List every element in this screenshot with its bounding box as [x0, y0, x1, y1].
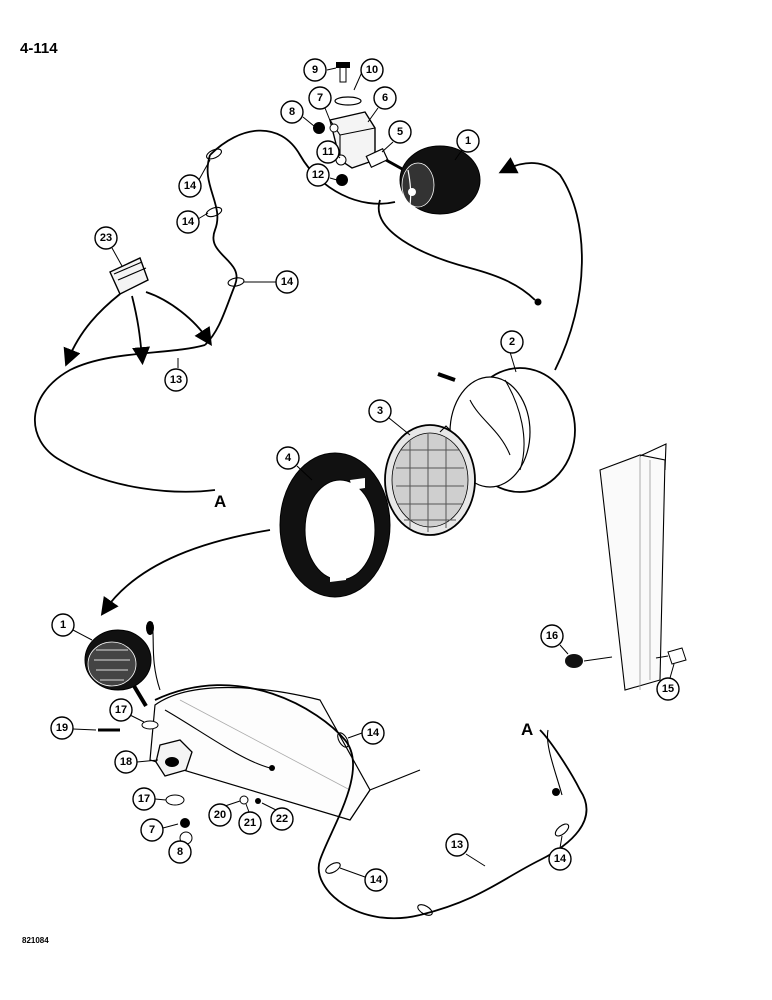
callout-16: 16 — [540, 624, 569, 655]
callout-1-bottom: 1 — [51, 613, 93, 641]
callout-1-top: 1 — [454, 129, 480, 161]
svg-text:14: 14 — [184, 180, 197, 192]
callout-15: 15 — [656, 663, 680, 701]
svg-text:6: 6 — [382, 92, 388, 104]
svg-text:5: 5 — [397, 126, 403, 138]
callout-9: 9 — [303, 58, 337, 82]
callout-18: 18 — [114, 750, 159, 774]
bottom-mount-bracket — [98, 720, 261, 845]
wire-clips-bottom — [325, 732, 570, 916]
top-lamp — [399, 145, 481, 215]
lamp-housing — [437, 367, 576, 493]
callout-14-bottom-b: 14 — [548, 835, 572, 871]
callout-12: 12 — [306, 163, 338, 187]
callout-21: 21 — [238, 803, 262, 835]
svg-text:15: 15 — [662, 683, 674, 695]
callout-14-top-c: 14 — [244, 270, 299, 294]
top-mounting-bracket — [313, 62, 405, 186]
svg-text:11: 11 — [322, 146, 334, 158]
callout-4: 4 — [276, 446, 313, 481]
harness-wire-13 — [34, 344, 216, 493]
callout-22: 22 — [261, 802, 294, 831]
svg-text:8: 8 — [289, 106, 295, 118]
svg-text:7: 7 — [317, 92, 323, 104]
svg-text:1: 1 — [465, 135, 471, 147]
callout-7: 7 — [308, 86, 332, 124]
callout-20: 20 — [208, 800, 241, 827]
svg-text:13: 13 — [451, 839, 463, 851]
svg-text:14: 14 — [367, 727, 380, 739]
svg-text:9: 9 — [312, 64, 318, 76]
callout-7-bottom: 7 — [140, 818, 179, 842]
harness-wire-top — [204, 154, 238, 346]
callout-14-mid: 14 — [347, 721, 385, 745]
retaining-ring — [279, 452, 391, 598]
svg-text:20: 20 — [214, 809, 226, 821]
callout-13-bottom: 13 — [445, 833, 486, 867]
callout-19: 19 — [50, 716, 97, 740]
bottom-wire — [154, 684, 421, 920]
svg-text:3: 3 — [377, 405, 383, 417]
figure-code: 821084 — [22, 936, 49, 945]
svg-text:2: 2 — [509, 336, 515, 348]
svg-text:14: 14 — [281, 276, 294, 288]
svg-text:23: 23 — [100, 232, 112, 244]
svg-text:8: 8 — [177, 846, 183, 858]
callout-11: 11 — [316, 140, 341, 164]
svg-text:19: 19 — [56, 722, 68, 734]
callout-8-bottom: 8 — [168, 840, 192, 864]
callout-17-bottom: 17 — [132, 787, 167, 811]
callout-5: 5 — [381, 120, 412, 153]
svg-text:7: 7 — [149, 824, 155, 836]
post-fittings — [565, 647, 687, 668]
callout-14-top-b: 14 — [176, 210, 209, 234]
ring-to-lamp-arrow — [100, 529, 271, 616]
bottom-wire-right — [419, 729, 588, 916]
callout-14-bottom-a: 14 — [339, 867, 388, 892]
svg-text:14: 14 — [554, 853, 567, 865]
bottom-lamp — [84, 629, 152, 708]
svg-text:18: 18 — [120, 756, 132, 768]
connector-a-right: A — [521, 720, 533, 739]
svg-text:1: 1 — [60, 619, 66, 631]
callout-6: 6 — [367, 86, 397, 123]
svg-text:12: 12 — [312, 169, 324, 181]
connector-a-left: A — [214, 492, 226, 511]
svg-text:14: 14 — [182, 216, 195, 228]
svg-text:16: 16 — [546, 630, 558, 642]
callout-8: 8 — [280, 100, 315, 127]
svg-text:14: 14 — [370, 874, 383, 886]
svg-text:22: 22 — [276, 813, 288, 825]
callout-14-top-a: 14 — [178, 159, 211, 198]
svg-text:17: 17 — [115, 704, 127, 716]
sealed-beam-lens — [384, 424, 476, 536]
svg-text:17: 17 — [138, 793, 150, 805]
mounting-post — [599, 443, 667, 691]
wire-clips-top — [205, 148, 245, 287]
tie-wrap-part — [109, 257, 149, 295]
callout-23: 23 — [94, 226, 123, 267]
callout-13-top: 13 — [164, 358, 188, 392]
svg-text:4: 4 — [285, 452, 292, 464]
top-lamp-lead — [377, 199, 536, 301]
page-number: 4-114 — [20, 40, 58, 57]
svg-text:13: 13 — [170, 374, 182, 386]
callout-3: 3 — [368, 399, 411, 436]
svg-text:10: 10 — [366, 64, 378, 76]
top-lamp-wire — [209, 129, 396, 205]
svg-text:21: 21 — [244, 817, 256, 829]
callout-2: 2 — [500, 330, 524, 373]
callout-17-top: 17 — [109, 698, 145, 723]
callout-10: 10 — [353, 58, 384, 91]
housing-to-lamp-arrow — [498, 157, 583, 371]
